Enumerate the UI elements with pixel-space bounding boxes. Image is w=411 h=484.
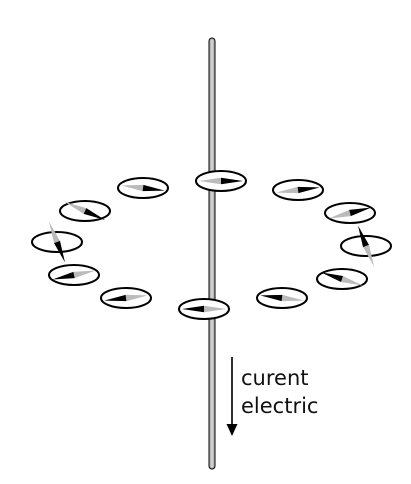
compass: [316, 268, 368, 290]
compass: [272, 179, 324, 201]
compass: [324, 202, 376, 224]
compass-needle-north: [357, 225, 369, 248]
compass-needle-south: [276, 186, 299, 194]
current-label-line1: curent: [241, 366, 309, 390]
compass-needle-south: [363, 244, 375, 267]
compass-needle-south: [121, 184, 144, 192]
compass-needle-south: [73, 270, 96, 279]
compass: [117, 177, 169, 199]
compass-needle-north: [142, 184, 165, 192]
compass-needle-north: [221, 177, 243, 185]
compass: [48, 264, 100, 286]
compass: [31, 221, 83, 263]
compass-needle-north: [260, 294, 283, 302]
current-label-line2: electric: [241, 394, 319, 418]
compass-needle-north: [54, 240, 66, 263]
compass-needle-south: [125, 294, 148, 302]
compass-needle-south: [48, 221, 60, 244]
compass-needle-south: [199, 177, 221, 185]
compass-needle-north: [104, 294, 127, 302]
compass: [59, 200, 111, 222]
compass-needle-south: [281, 294, 304, 302]
compass: [340, 225, 392, 267]
compass: [100, 287, 152, 309]
back-compasses: [31, 177, 392, 309]
compass-needle-north: [297, 186, 320, 194]
compass: [178, 298, 230, 320]
compass-needle-north: [83, 208, 106, 221]
compass-needle-south: [341, 275, 363, 286]
current-arrow: [226, 357, 238, 436]
current-arrow-head: [226, 424, 238, 436]
compass-needle-south: [64, 201, 87, 214]
wire: [208, 37, 216, 470]
compass-needle-north: [321, 272, 343, 283]
front-compasses: [178, 170, 247, 320]
compass-needle-south: [328, 209, 351, 219]
compass-needle-south: [204, 305, 226, 313]
compass-needle-north: [52, 271, 75, 280]
compass: [256, 287, 308, 309]
compass-needle-north: [182, 305, 204, 313]
compass-needle-north: [349, 207, 372, 217]
compass: [195, 170, 247, 192]
